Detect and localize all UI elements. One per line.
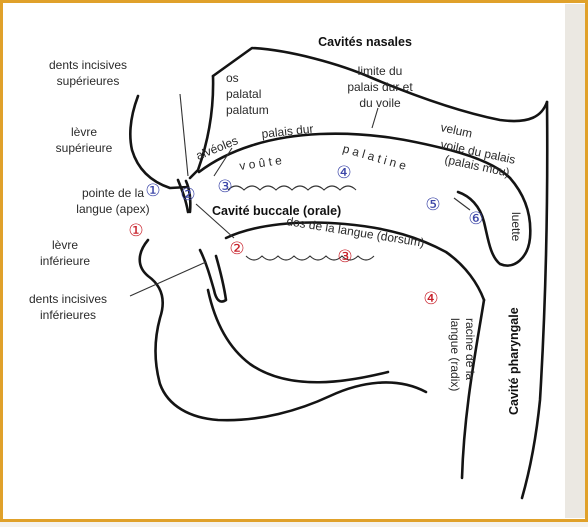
page-edge <box>565 4 585 518</box>
blue-marker-2: ② <box>180 185 195 204</box>
label-levre-sup-1: lèvre <box>71 125 97 139</box>
red-marker-4: ④ <box>423 289 438 308</box>
label-dents-inf-2: inférieures <box>40 308 96 322</box>
label-luette: luette <box>509 212 523 242</box>
blue-marker-5: ⑤ <box>425 195 440 214</box>
label-dents-sup-1: dents incisives <box>49 58 127 72</box>
label-limite-2: palais dur et <box>347 80 413 94</box>
label-os: os <box>226 71 239 85</box>
label-levre-sup-2: supérieure <box>56 141 113 155</box>
blue-marker-4: ④ <box>336 163 351 182</box>
label-dents-inf-1: dents incisives <box>29 292 107 306</box>
label-racine-1: racine de la <box>463 318 477 380</box>
blue-marker-1: ① <box>145 181 160 200</box>
label-levre-inf-1: lèvre <box>52 238 78 252</box>
label-cavite-pharyngale: Cavité pharyngale <box>507 307 521 415</box>
label-levre-inf-2: inférieure <box>40 254 90 268</box>
label-dents-sup-2: supérieures <box>57 74 120 88</box>
blue-marker-3: ③ <box>217 177 232 196</box>
title: Cavités nasales <box>318 35 412 49</box>
red-marker-1: ① <box>128 221 143 240</box>
label-palatal: palatal <box>226 87 261 101</box>
label-limite-3: du voile <box>359 96 401 110</box>
blue-marker-6: ⑥ <box>468 209 483 228</box>
label-pointe-2: langue (apex) <box>76 202 149 216</box>
label-cavite-buccale: Cavité buccale (orale) <box>212 204 341 218</box>
label-racine-2: langue (radix) <box>448 318 462 391</box>
label-limite-1: limite du <box>358 64 403 78</box>
label-pointe-1: pointe de la <box>82 186 144 200</box>
label-palatum: palatum <box>226 103 269 117</box>
red-marker-2: ② <box>229 239 244 258</box>
red-marker-3: ③ <box>337 247 352 266</box>
